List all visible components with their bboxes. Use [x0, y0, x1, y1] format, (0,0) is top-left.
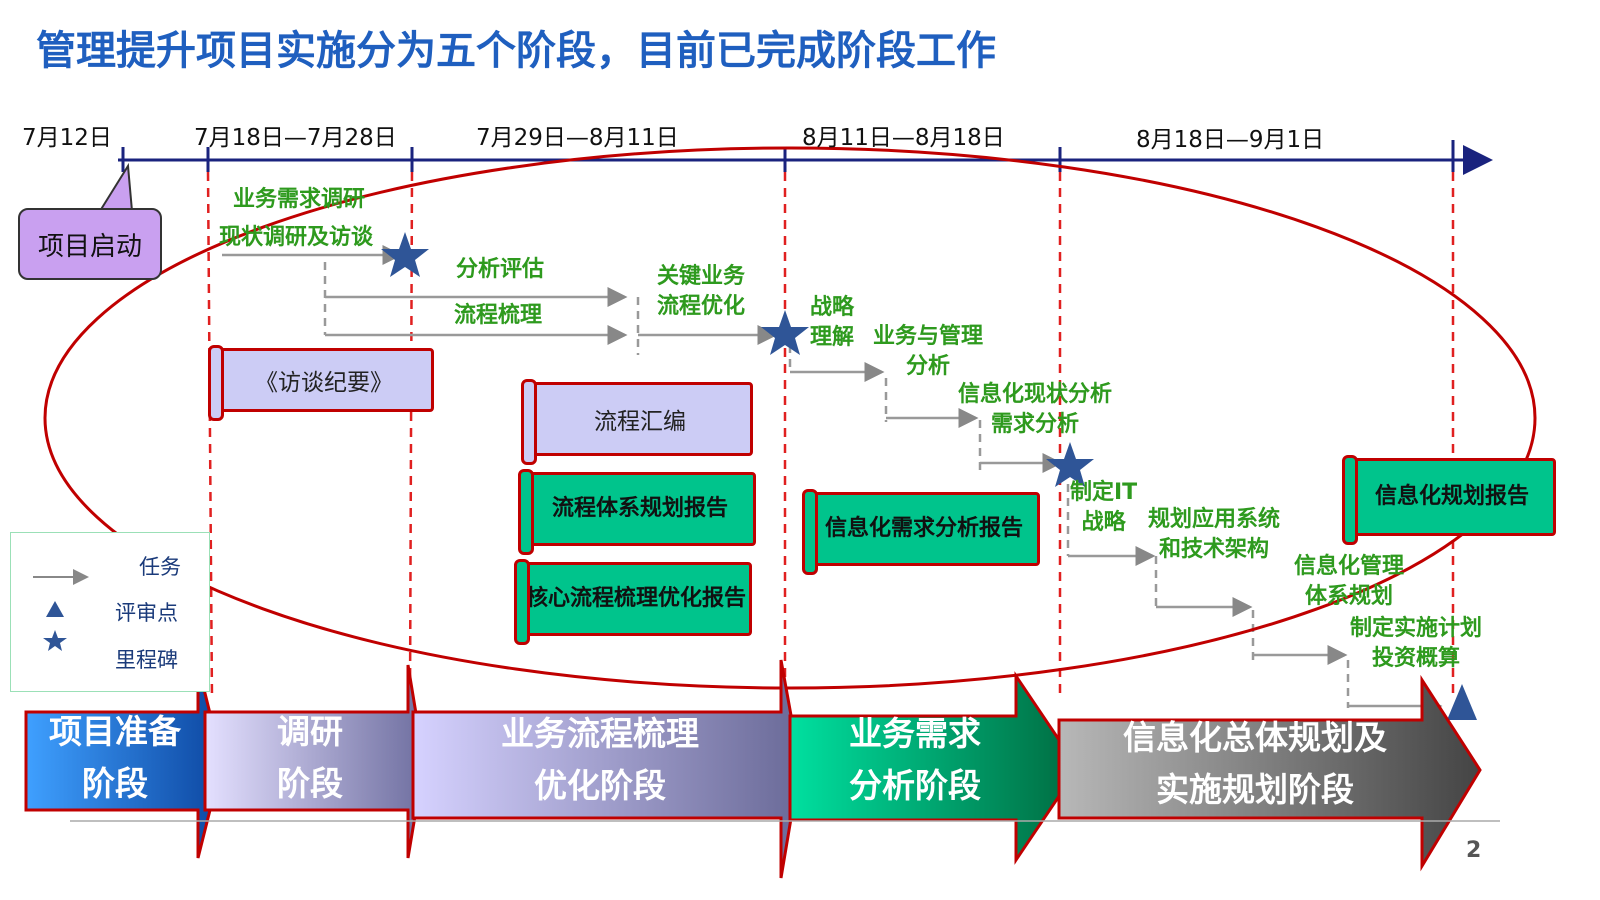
task-label-business-mgmt: 业务与管理 分析: [873, 324, 984, 379]
phase-arrow-5: [1057, 674, 1482, 872]
task-label-status-interview: 现状调研及访谈: [219, 225, 374, 250]
deliverable-it-plan-report: 信息化规划报告: [1342, 455, 1556, 545]
date-label-5: 8月18日—9月1日: [1136, 127, 1325, 153]
task-label-business-research: 业务需求调研: [233, 187, 366, 212]
task-connectors: [222, 245, 1443, 716]
page-number: 2: [1466, 838, 1482, 863]
task-label-app-arch: 规划应用系统 和技术架构: [1148, 507, 1281, 562]
deliverable-core-process-report: 核心流程梳理优化报告: [514, 559, 752, 645]
date-label-1: 7月12日: [22, 125, 112, 151]
milestone-stars: [381, 232, 1094, 487]
deliverable-label: 核心流程梳理优化报告: [526, 586, 747, 611]
legend-task-label: 任务: [139, 555, 181, 579]
legend-milestone-label: 里程碑: [115, 648, 178, 672]
legend: 任务 评审点 里程碑: [10, 532, 210, 692]
milestone-star-1: [381, 232, 429, 277]
milestone-star-2: [761, 310, 809, 355]
phase-label-research: 调研 阶段: [277, 712, 343, 803]
phase-arrow-4: [788, 671, 1080, 865]
task-label-impl-plan: 制定实施计划 投资概算: [1350, 616, 1483, 671]
deliverable-label: 信息化需求分析报告: [825, 516, 1024, 541]
kickoff-callout: 项目启动: [18, 208, 162, 280]
task-label-analysis-evaluation: 分析评估: [456, 257, 545, 282]
deliverable-label: 《访谈纪要》: [255, 370, 393, 396]
date-label-4: 8月11日—8月18日: [802, 125, 1005, 151]
deliverable-label: 信息化规划报告: [1374, 484, 1529, 509]
deliverable-interview-minutes: 《访谈纪要》: [208, 345, 434, 421]
kickoff-pointer: [98, 162, 134, 212]
legend-symbols: [33, 569, 89, 651]
phase-label-it-planning: 信息化总体规划及 实施规划阶段: [1123, 718, 1387, 809]
task-label-strategy: 战略 理解: [810, 295, 855, 350]
legend-review-label: 评审点: [115, 601, 178, 625]
milestone-star-3: [1046, 442, 1094, 487]
phase-guides: [206, 171, 1455, 701]
phase-label-preparation: 项目准备 阶段: [49, 712, 181, 803]
task-label-it-strategy: 制定IT 战略: [1070, 480, 1138, 535]
deliverable-label: 流程体系规划报告: [551, 496, 728, 521]
page-title: 管理提升项目实施分为五个阶段，目前已完成阶段工作: [36, 28, 996, 74]
review-triangle: [1447, 684, 1477, 720]
legend-triangle-icon: [46, 601, 64, 617]
timeline-ticks: [121, 140, 1455, 172]
task-label-it-status: 信息化现状分析 需求分析: [958, 382, 1113, 437]
date-label-2: 7月18日—7月28日: [194, 125, 397, 151]
phase-label-process-opt: 业务流程梳理 优化阶段: [501, 714, 699, 805]
highlight-ellipse: [43, 146, 1537, 690]
deliverable-process-compilation: 流程汇编: [521, 379, 753, 465]
legend-star-icon: [43, 630, 67, 651]
deliverable-process-system-report: 流程体系规划报告: [518, 469, 756, 555]
deliverable-it-requirements-report: 信息化需求分析报告: [802, 489, 1040, 575]
task-label-key-process-opt: 关键业务 流程优化: [657, 264, 746, 319]
date-label-3: 7月29日—8月11日: [476, 125, 679, 151]
task-label-process-sorting: 流程梳理: [454, 303, 543, 328]
task-label-it-mgmt: 信息化管理 体系规划: [1294, 554, 1405, 609]
phase-arrows: [24, 659, 1482, 879]
deliverable-label: 流程汇编: [594, 409, 686, 435]
phase-label-requirements: 业务需求 分析阶段: [849, 714, 981, 805]
